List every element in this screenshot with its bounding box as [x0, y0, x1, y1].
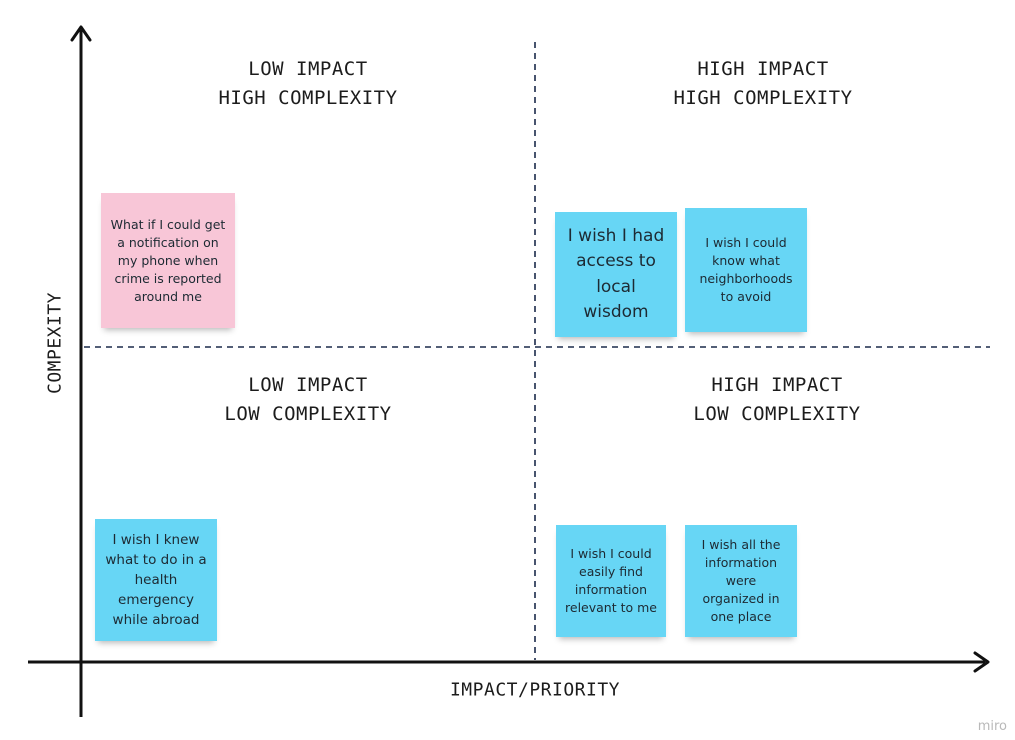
sticky-note-text: I wish all the information were organize…: [701, 537, 781, 624]
sticky-note-local-wisdom[interactable]: I wish I had access to local wisdom: [555, 212, 677, 337]
sticky-note-organized[interactable]: I wish all the information were organize…: [685, 525, 797, 637]
sticky-note-text: I wish I could know what neighborhoods t…: [699, 235, 793, 304]
sticky-note-text: What if I could get a notification on my…: [110, 216, 226, 304]
quadrant-label-high-impact-low-complexity: HIGH IMPACT LOW COMPLEXITY: [693, 371, 860, 429]
quadrant-label-low-impact-high-complexity: LOW IMPACT HIGH COMPLEXITY: [218, 55, 397, 113]
quadrant-label-line: LOW COMPLEXITY: [693, 403, 861, 425]
quadrant-label-line: HIGH IMPACT: [711, 374, 843, 396]
quadrant-label-line: HIGH COMPLEXITY: [218, 87, 398, 109]
sticky-note-notification[interactable]: What if I could get a notification on my…: [101, 193, 235, 328]
quadrant-label-line: LOW IMPACT: [248, 58, 368, 80]
sticky-note-neighborhoods[interactable]: I wish I could know what neighborhoods t…: [685, 208, 807, 332]
quadrant-label-low-impact-low-complexity: LOW IMPACT LOW COMPLEXITY: [224, 371, 391, 429]
quadrant-label-line: LOW COMPLEXITY: [224, 403, 392, 425]
quadrant-label-high-impact-high-complexity: HIGH IMPACT HIGH COMPLEXITY: [673, 55, 852, 113]
y-axis-label: COMPEXITY: [44, 291, 66, 395]
sticky-note-text: I wish I could easily find information r…: [565, 546, 657, 615]
y-axis-arrow-icon: [70, 25, 92, 42]
miro-watermark: miro: [977, 719, 1007, 734]
sticky-note-find-info[interactable]: I wish I could easily find information r…: [556, 525, 666, 637]
x-axis-label: IMPACT/PRIORITY: [449, 679, 621, 701]
sticky-note-text: I wish I had access to local wisdom: [567, 225, 665, 323]
quadrant-label-line: HIGH COMPLEXITY: [673, 87, 853, 109]
quadrant-label-line: HIGH IMPACT: [697, 58, 829, 80]
quadrant-label-line: LOW IMPACT: [248, 374, 368, 396]
x-axis-arrow-icon: [973, 651, 990, 673]
sticky-note-health-emergency[interactable]: I wish I knew what to do in a health eme…: [95, 519, 217, 641]
sticky-note-text: I wish I knew what to do in a health eme…: [105, 532, 207, 628]
